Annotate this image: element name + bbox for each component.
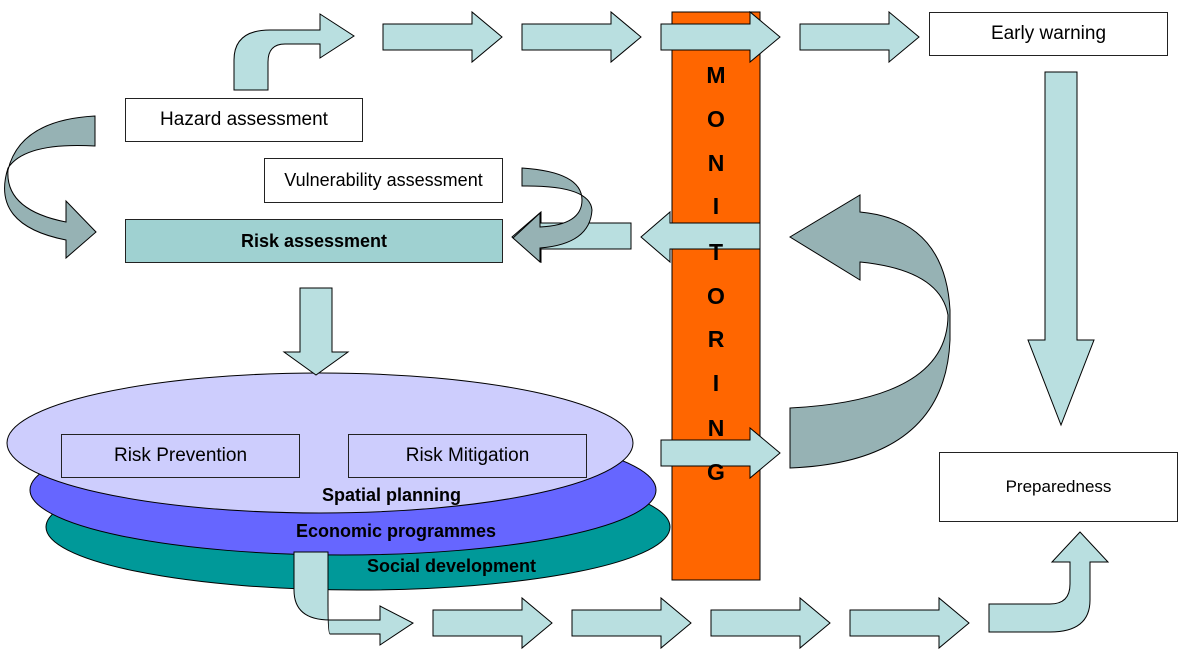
vulnerability-assessment-box: Vulnerability assessment xyxy=(264,158,503,203)
risk-prevention-box: Risk Prevention xyxy=(61,434,300,478)
arrow-right-top-1 xyxy=(382,10,503,64)
monitoring-letter: N xyxy=(707,415,725,441)
hazard-assessment-box: Hazard assessment xyxy=(125,98,363,142)
arrow-left-monitoring xyxy=(640,210,761,264)
monitoring-letter: O xyxy=(707,106,725,132)
arrow-right-bottom-1 xyxy=(432,596,553,650)
arrow-curve-up-right-hazard xyxy=(233,13,355,91)
arrow-right-bottom-3 xyxy=(710,596,831,650)
monitoring-letter: T xyxy=(708,239,724,265)
social-development-label: Social development xyxy=(367,556,537,576)
arrow-curve-hazard-to-risk xyxy=(4,115,97,260)
preparedness-box: Preparedness xyxy=(939,452,1178,522)
monitoring-letter: I xyxy=(712,370,720,396)
arrow-curve-down-right-social xyxy=(293,551,414,646)
arrow-right-bottom-2 xyxy=(571,596,692,650)
spatial-planning-label: Spatial planning xyxy=(322,485,462,505)
early-warning-box: Early warning xyxy=(929,12,1168,56)
arrow-curve-monitoring-loop xyxy=(789,194,951,469)
monitoring-letter: G xyxy=(707,459,725,485)
arrow-curve-vulnerability-to-risk xyxy=(512,167,593,264)
monitoring-letter: O xyxy=(707,283,725,309)
monitoring-letter: R xyxy=(707,326,725,352)
economic-programmes-label: Economic programmes xyxy=(296,521,497,541)
risk-assessment-box: Risk assessment xyxy=(125,219,503,263)
monitoring-letter: M xyxy=(706,62,726,88)
arrow-right-top-3 xyxy=(660,10,781,64)
monitoring-letter: N xyxy=(707,150,725,176)
monitoring-letter: I xyxy=(712,193,720,219)
arrow-right-bottom-4 xyxy=(849,596,970,650)
arrow-right-from-layers xyxy=(660,426,781,480)
arrow-curve-up-preparedness xyxy=(988,531,1110,633)
arrow-right-top-4 xyxy=(799,10,920,64)
monitoring-bar xyxy=(671,11,761,581)
arrow-down-risk xyxy=(282,287,350,376)
arrow-down-early-warning xyxy=(1027,71,1095,427)
layer-spatial-planning xyxy=(6,372,634,514)
risk-mitigation-box: Risk Mitigation xyxy=(348,434,587,478)
arrow-right-top-2 xyxy=(521,10,642,64)
